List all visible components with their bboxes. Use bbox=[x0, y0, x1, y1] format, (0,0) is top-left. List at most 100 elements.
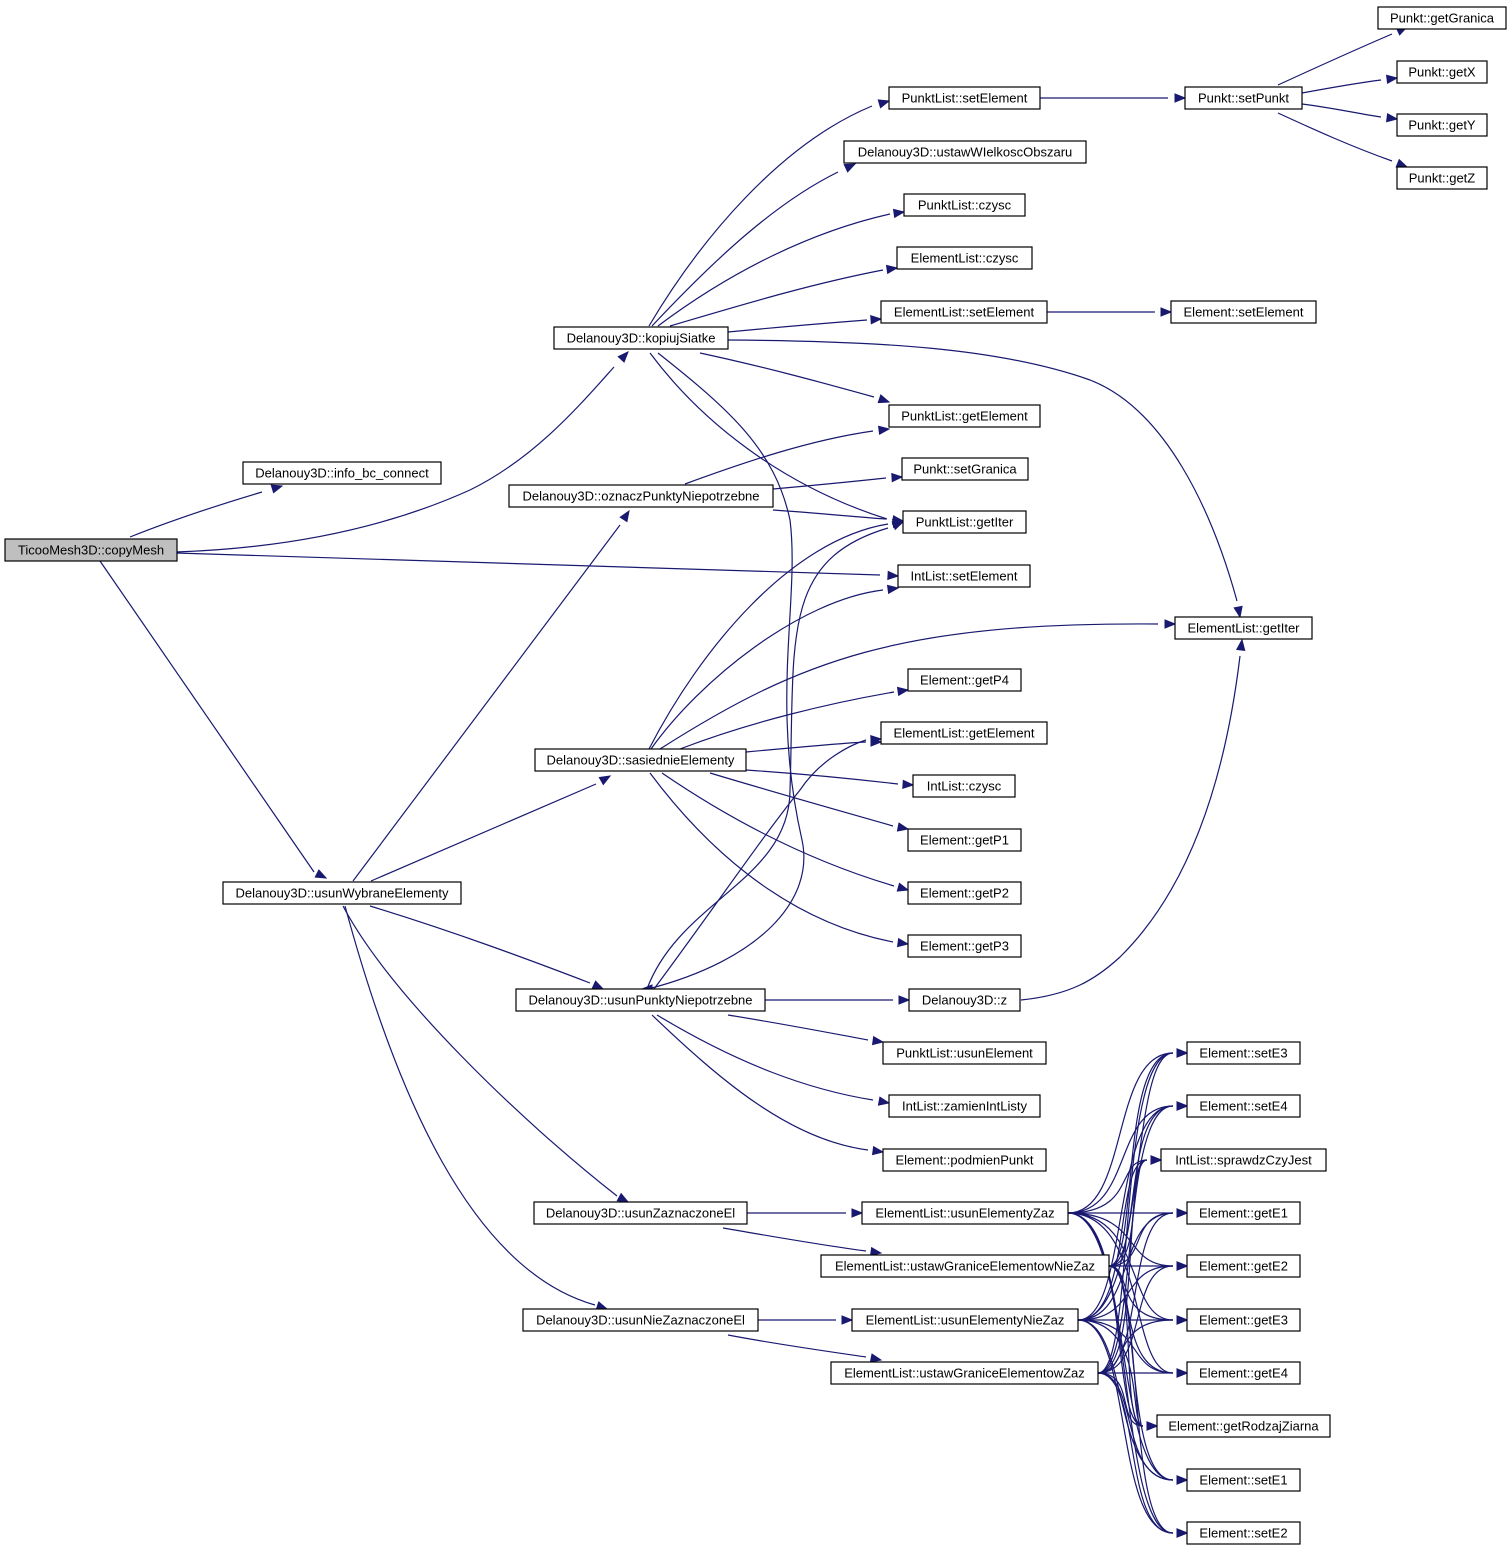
function-node-label: ElementList::ustawGraniceElementowZaz bbox=[844, 1366, 1085, 1381]
call-edge-arrowhead bbox=[885, 264, 899, 275]
function-node-p-getz[interactable]: Punkt::getZ bbox=[1396, 166, 1488, 190]
function-node-e-sete4[interactable]: Element::setE4 bbox=[1186, 1094, 1301, 1118]
function-node-el-czysc[interactable]: ElementList::czysc bbox=[896, 246, 1033, 270]
call-edge bbox=[646, 527, 889, 990]
function-node-e-podmienpunkt[interactable]: Element::podmienPunkt bbox=[882, 1148, 1047, 1172]
call-edge bbox=[1077, 1052, 1174, 1321]
function-node-e-getp1[interactable]: Element::getP1 bbox=[907, 828, 1022, 852]
function-node-pl-usunelement[interactable]: PunktList::usunElement bbox=[882, 1041, 1047, 1065]
function-node-label: ElementList::getIter bbox=[1188, 621, 1301, 636]
function-node-usunpunktyniepotrzebne[interactable]: Delanouy3D::usunPunktyNiepotrzebne bbox=[515, 988, 766, 1012]
function-node-el-usunelementyzaz[interactable]: ElementList::usunElementyZaz bbox=[861, 1201, 1069, 1225]
call-edge-arrowhead bbox=[841, 1315, 854, 1325]
function-node-box bbox=[1156, 1414, 1331, 1438]
function-node-usunniezaznaczoneel[interactable]: Delanouy3D::usunNieZaznaczoneEl bbox=[522, 1308, 759, 1332]
function-node-e-sete3[interactable]: Element::setE3 bbox=[1186, 1041, 1301, 1065]
function-node-pl-getiter[interactable]: PunktList::getIter bbox=[902, 510, 1027, 534]
function-node-el-usunelementyniezaz[interactable]: ElementList::usunElementyNieZaz bbox=[851, 1308, 1079, 1332]
call-edge bbox=[1097, 1372, 1174, 1534]
function-node-p-getx[interactable]: Punkt::getX bbox=[1396, 60, 1488, 84]
function-node-sasiednieelementy[interactable]: Delanouy3D::sasiednieElementy bbox=[534, 748, 747, 772]
function-node-d-z[interactable]: Delanouy3D::z bbox=[908, 988, 1021, 1012]
function-node-e-getrodzajziarna[interactable]: Element::getRodzajZiarna bbox=[1156, 1414, 1331, 1438]
call-edge bbox=[369, 905, 591, 984]
function-node-box bbox=[820, 1254, 1110, 1278]
call-edge bbox=[1277, 112, 1393, 162]
call-edge bbox=[679, 691, 895, 750]
function-node-e-gete3[interactable]: Element::getE3 bbox=[1186, 1308, 1301, 1332]
function-node-pl-setelement[interactable]: PunktList::setElement bbox=[888, 86, 1041, 110]
call-edge bbox=[352, 524, 621, 882]
call-edge-arrowhead bbox=[871, 1035, 885, 1046]
call-edge bbox=[1077, 1105, 1174, 1321]
function-node-label: Delanouy3D::kopiujSiatke bbox=[567, 331, 716, 346]
function-node-kopiujsiatke[interactable]: Delanouy3D::kopiujSiatke bbox=[553, 326, 729, 350]
function-node-box bbox=[522, 1308, 759, 1332]
call-edge-arrowhead bbox=[891, 472, 904, 483]
function-node-il-sprawdzczyjest[interactable]: IntList::sprawdzCzyJest bbox=[1160, 1148, 1327, 1172]
function-node-e-getp2[interactable]: Element::getP2 bbox=[907, 881, 1022, 905]
call-edge bbox=[129, 491, 263, 538]
function-node-oznaczpunktyniepotrzebne[interactable]: Delanouy3D::oznaczPunktyNiepotrzebne bbox=[508, 484, 774, 508]
function-node-e-sete2[interactable]: Element::setE2 bbox=[1186, 1521, 1301, 1545]
function-node-p-setpunkt[interactable]: Punkt::setPunkt bbox=[1184, 86, 1303, 110]
function-node-e-sete1[interactable]: Element::setE1 bbox=[1186, 1468, 1301, 1492]
call-edge bbox=[1097, 1052, 1174, 1374]
function-node-p-setgranica[interactable]: Punkt::setGranica bbox=[901, 457, 1029, 481]
function-node-label: ElementList::setElement bbox=[894, 305, 1035, 320]
call-edge bbox=[1067, 1052, 1174, 1214]
function-node-il-zamienintlisty[interactable]: IntList::zamienIntListy bbox=[888, 1094, 1041, 1118]
function-node-label: TicooMesh3D::copyMesh bbox=[18, 543, 164, 558]
function-node-el-ustawgranicezaz[interactable]: ElementList::ustawGraniceElementowZaz bbox=[830, 1361, 1099, 1385]
function-node-il-setelement[interactable]: IntList::setElement bbox=[897, 564, 1031, 588]
function-node-e-gete1[interactable]: Element::getE1 bbox=[1186, 1201, 1301, 1225]
call-edge-arrowhead bbox=[1395, 158, 1409, 168]
function-node-box bbox=[907, 881, 1022, 905]
function-node-e-gete4[interactable]: Element::getE4 bbox=[1186, 1361, 1301, 1385]
function-node-ustawwielkoscobszaru[interactable]: Delanouy3D::ustawWIelkoscObszaru bbox=[843, 140, 1087, 164]
function-node-box bbox=[1186, 1468, 1301, 1492]
function-node-el-getelement[interactable]: ElementList::getElement bbox=[880, 721, 1048, 745]
call-edge bbox=[344, 905, 596, 1306]
function-node-box bbox=[888, 404, 1041, 428]
function-node-label: IntList::setElement bbox=[911, 569, 1018, 584]
call-edge bbox=[650, 589, 884, 750]
function-node-e-getp3[interactable]: Element::getP3 bbox=[907, 934, 1022, 958]
function-node-pl-czysc[interactable]: PunktList::czysc bbox=[903, 193, 1026, 217]
function-node-box bbox=[882, 1041, 1047, 1065]
function-node-label: Delanouy3D::usunPunktyNiepotrzebne bbox=[528, 993, 752, 1008]
function-node-p-gety[interactable]: Punkt::getY bbox=[1396, 113, 1488, 137]
function-node-usunwybraneelementy[interactable]: Delanouy3D::usunWybraneElementy bbox=[222, 881, 462, 905]
function-node-box bbox=[1186, 1041, 1301, 1065]
function-node-copymesh[interactable]: TicooMesh3D::copyMesh bbox=[4, 538, 178, 562]
call-edge bbox=[1097, 1105, 1174, 1374]
function-node-el-setelement[interactable]: ElementList::setElement bbox=[880, 300, 1048, 324]
call-edge bbox=[342, 905, 618, 1197]
function-node-box bbox=[907, 934, 1022, 958]
call-edge bbox=[656, 1014, 874, 1101]
function-node-el-ustawgraniceniezaz[interactable]: ElementList::ustawGraniceElementowNieZaz bbox=[820, 1254, 1110, 1278]
function-node-usunzaznaczoneel[interactable]: Delanouy3D::usunZaznaczoneEl bbox=[533, 1201, 748, 1225]
function-node-box bbox=[908, 988, 1021, 1012]
function-node-label: Punkt::getZ bbox=[1409, 171, 1476, 186]
function-node-e-getp4[interactable]: Element::getP4 bbox=[907, 668, 1022, 692]
function-node-box bbox=[534, 748, 747, 772]
function-node-box bbox=[907, 828, 1022, 852]
call-edge bbox=[1301, 79, 1382, 94]
function-node-label: IntList::sprawdzCzyJest bbox=[1175, 1153, 1312, 1168]
call-edge-arrowhead bbox=[270, 484, 284, 494]
function-node-il-czysc[interactable]: IntList::czysc bbox=[912, 774, 1016, 798]
call-edge bbox=[1097, 1265, 1174, 1374]
function-node-label: Element::getE3 bbox=[1199, 1313, 1288, 1328]
function-node-label: Punkt::getY bbox=[1408, 118, 1476, 133]
function-node-e-gete2[interactable]: Element::getE2 bbox=[1186, 1254, 1301, 1278]
function-node-pl-getelement[interactable]: PunktList::getElement bbox=[888, 404, 1041, 428]
call-edge-arrowhead bbox=[896, 937, 910, 948]
function-node-box bbox=[508, 484, 774, 508]
function-node-el-getiter[interactable]: ElementList::getIter bbox=[1174, 616, 1313, 640]
call-edge bbox=[1077, 1159, 1148, 1321]
function-node-p-getgranica[interactable]: Punkt::getGranica bbox=[1377, 6, 1507, 30]
function-node-label: Element::setE4 bbox=[1199, 1099, 1287, 1114]
function-node-e-setelement[interactable]: Element::setElement bbox=[1170, 300, 1317, 324]
function-node-info-bc-connect[interactable]: Delanouy3D::info_bc_connect bbox=[242, 461, 442, 485]
